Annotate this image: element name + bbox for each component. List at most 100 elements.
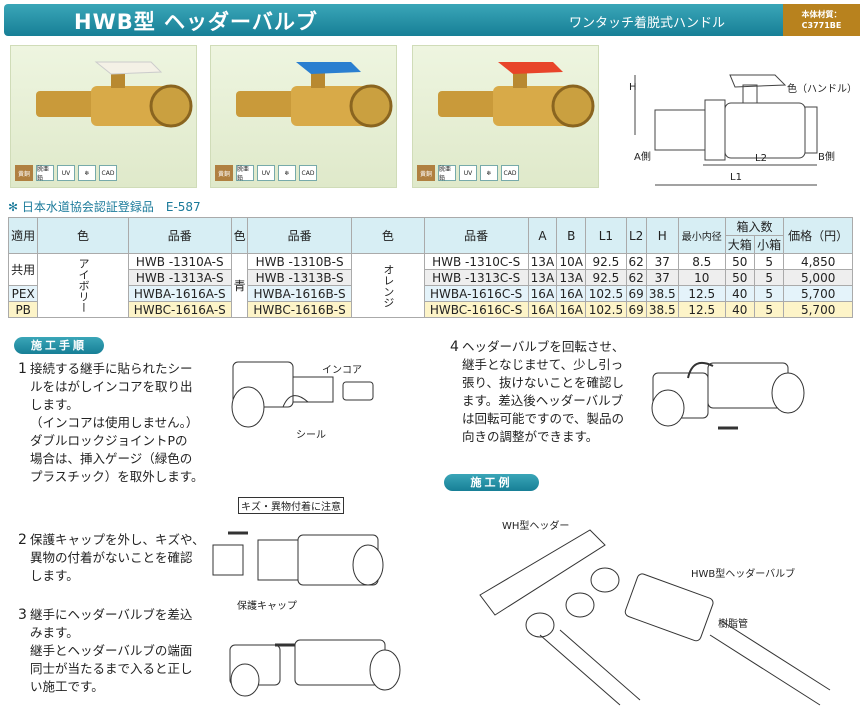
dezinc-icon: 脱亜鉛 [36, 165, 54, 182]
col-header: 品番 [423, 217, 529, 254]
table-cell: 13A [527, 253, 558, 270]
cold-icon: ❄ [78, 165, 96, 181]
col-header: 色 [37, 217, 129, 254]
step-line: ます。差込後ヘッダーバルブ [462, 393, 624, 408]
step-line: い施工です。 [30, 679, 104, 694]
step-line: 場合は、挿入ゲージ（緑色の [30, 451, 193, 466]
table-cell: 38.5 [645, 301, 679, 318]
step-number: 3 [18, 607, 27, 623]
col-subheader: 大箱 [724, 235, 755, 254]
material-label: 本体材質： [801, 10, 842, 19]
dim-h-label: H [629, 82, 637, 93]
page-title: HWB型 ヘッダーバルブ [74, 10, 318, 34]
table-cell: 69 [625, 285, 647, 302]
col-header: L2 [625, 217, 647, 254]
cold-icon: ❄ [480, 165, 498, 181]
step-number: 1 [18, 361, 27, 377]
step2-illustration [212, 531, 384, 586]
table-cell: HWBC-1616B-S [247, 301, 352, 318]
side-b-label: B側 [818, 152, 835, 163]
table-cell: HWB -1310C-S [423, 253, 529, 270]
table-cell: 92.5 [585, 253, 627, 270]
step-line: 同士が当たるまで入ると正し [30, 661, 193, 676]
handle-color-label: 色（ハンドル） [787, 84, 857, 95]
dezinc-icon: 脱亜鉛 [438, 165, 456, 182]
seal-label: シール [296, 430, 326, 441]
brass-icon: 黄銅 [417, 165, 435, 181]
col-header: 価格（円） [783, 217, 853, 254]
table-cell: HWB -1313A-S [127, 269, 232, 286]
step-line: は回転可能ですので、製品の [462, 411, 625, 426]
step-line: ルをはがしインコアを取り出 [30, 379, 193, 394]
brass-icon: 黄銅 [15, 165, 33, 181]
col-header: 最小内径 [677, 217, 726, 254]
table-cell: HWBA-1616A-S [127, 285, 232, 302]
table-cell: PEX [7, 285, 39, 302]
page-subtitle: ワンタッチ着脱式ハンドル [569, 16, 726, 31]
uv-icon: UV [459, 165, 477, 181]
color-cell: 青 [230, 253, 249, 318]
table-cell: HWB -1313B-S [247, 269, 352, 286]
dezinc-icon: 脱亜鉛 [236, 165, 254, 182]
table-cell: 37 [645, 269, 679, 286]
table-cell: HWB -1310A-S [127, 253, 232, 270]
material-badge: 本体材質： C3771BE [783, 4, 860, 36]
table-cell: 5 [753, 285, 785, 302]
step-line: 接続する継手に貼られたシー [30, 361, 193, 376]
procedure-badge: 施工手順 [14, 337, 104, 354]
step-2: 2 保護キャップを外し、キズや、異物の付着がないことを確認します。 [18, 531, 205, 585]
step-line: 継手となじませて、少し引っ [462, 357, 624, 372]
cap-label: 保護キャップ [237, 601, 297, 612]
step-1: 1 接続する継手に貼られたシールをはがしインコアを取り出します。（インコアは使用… [18, 360, 204, 486]
table-cell: 92.5 [585, 269, 627, 286]
col-header: 適用 [7, 217, 39, 254]
table-cell: 5,000 [783, 269, 853, 286]
table-row: 共用 アイボリー HWB -1310A-S 青 HWB -1310B-S オレン… [7, 253, 853, 318]
table-cell: 共用 [7, 253, 39, 286]
table-cell: 62 [625, 253, 647, 270]
step-line: 保護キャップを外し、キズや、 [30, 532, 205, 547]
caution-label: キズ・異物付着に注意 [238, 497, 344, 514]
table-cell: 40 [724, 285, 755, 302]
spec-table: 適用 色 品番 色 品番 色 品番 A B L1 L2 H 最小内径 箱入数 価… [7, 217, 853, 318]
col-header: L1 [585, 217, 627, 254]
table-cell: HWB -1310B-S [247, 253, 352, 270]
table-cell: 38.5 [645, 285, 679, 302]
table-cell: HWBA-1616B-S [247, 285, 352, 302]
table-cell: 12.5 [677, 301, 726, 318]
table-cell: HWBC-1616C-S [423, 301, 529, 318]
col-subheader: 小箱 [753, 235, 785, 254]
title-bar: HWB型 ヘッダーバルブ ワンタッチ着脱式ハンドル [4, 4, 860, 36]
material-value: C3771BE [801, 21, 842, 30]
cad-icon: CAD [99, 165, 117, 181]
table-cell: 102.5 [585, 285, 627, 302]
table-cell: 16A [556, 285, 587, 302]
uv-icon: UV [257, 165, 275, 181]
dim-l1-label: L1 [730, 172, 742, 183]
table-cell: 102.5 [585, 301, 627, 318]
dim-l2-label: L2 [755, 153, 767, 164]
step-line: ダブルロックジョイントPの [30, 433, 188, 448]
col-header: B [556, 217, 587, 254]
brass-icon: 黄銅 [215, 165, 233, 181]
table-cell: 62 [625, 269, 647, 286]
step-3: 3 継手にヘッダーバルブを差込みます。継手とヘッダーバルブの端面同士が当たるまで… [18, 606, 193, 696]
table-cell: 10 [677, 269, 726, 286]
valve-blue-image [236, 62, 393, 128]
col-header: 色 [350, 217, 425, 254]
valve-outline-drawing [634, 74, 818, 186]
table-cell: 5,700 [783, 285, 853, 302]
step-number: 2 [18, 532, 27, 548]
step-line: 異物の付着がないことを確認 [30, 550, 193, 565]
table-cell: 4,850 [783, 253, 853, 270]
table-cell: 12.5 [677, 285, 726, 302]
col-header: 箱入数 [724, 217, 785, 236]
step-4: 4 ヘッダーバルブを回転させ、継手となじませて、少し引っ張り、抜けないことを確認… [450, 338, 625, 446]
cad-icon: CAD [501, 165, 519, 181]
col-header: 色 [230, 217, 249, 254]
col-header: 品番 [127, 217, 232, 254]
step3-illustration [229, 639, 401, 697]
